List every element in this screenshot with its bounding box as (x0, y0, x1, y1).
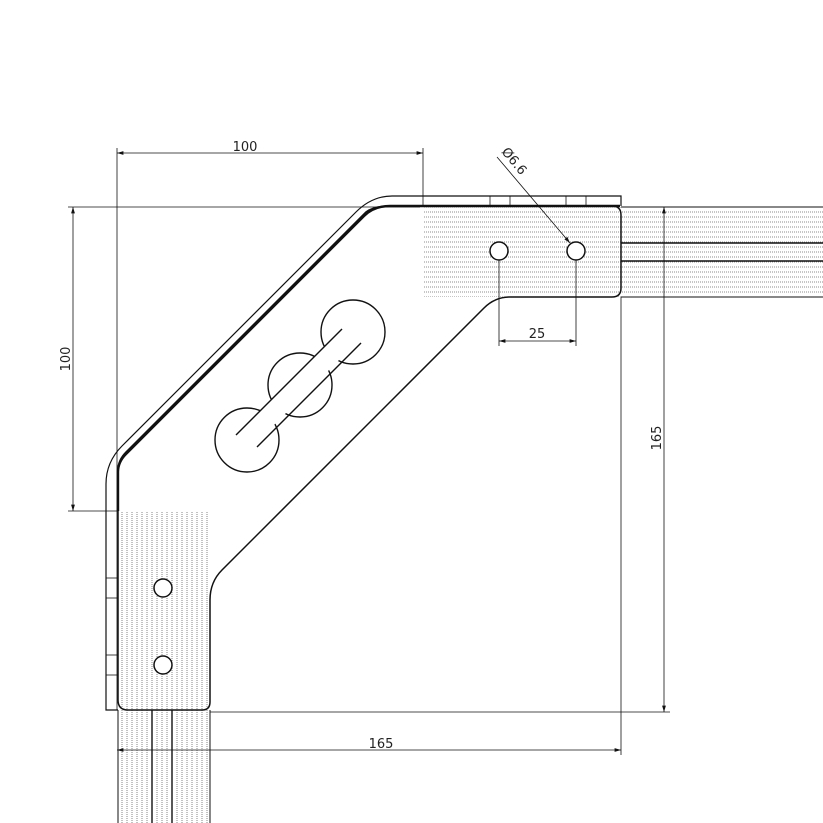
dim-top-width: 100 (233, 140, 258, 155)
dim-left-height: 100 (59, 347, 74, 372)
dim-bottom-width: 165 (369, 737, 394, 752)
flange-hole-marks (106, 196, 587, 676)
dim-right-height: 165 (650, 426, 665, 451)
horizontal-profile (423, 206, 823, 298)
hole (153, 655, 173, 675)
bracket-bend-line (116, 204, 620, 511)
dimension-lines (68, 148, 670, 755)
weight-slot (214, 299, 386, 473)
hole (153, 578, 173, 598)
dim-hole-spacing: 25 (529, 327, 546, 342)
hole (489, 241, 509, 261)
hole (566, 241, 586, 261)
dim-hole-diameter: Ø6.6 (498, 145, 529, 178)
bracket-flange-outline (105, 195, 622, 711)
